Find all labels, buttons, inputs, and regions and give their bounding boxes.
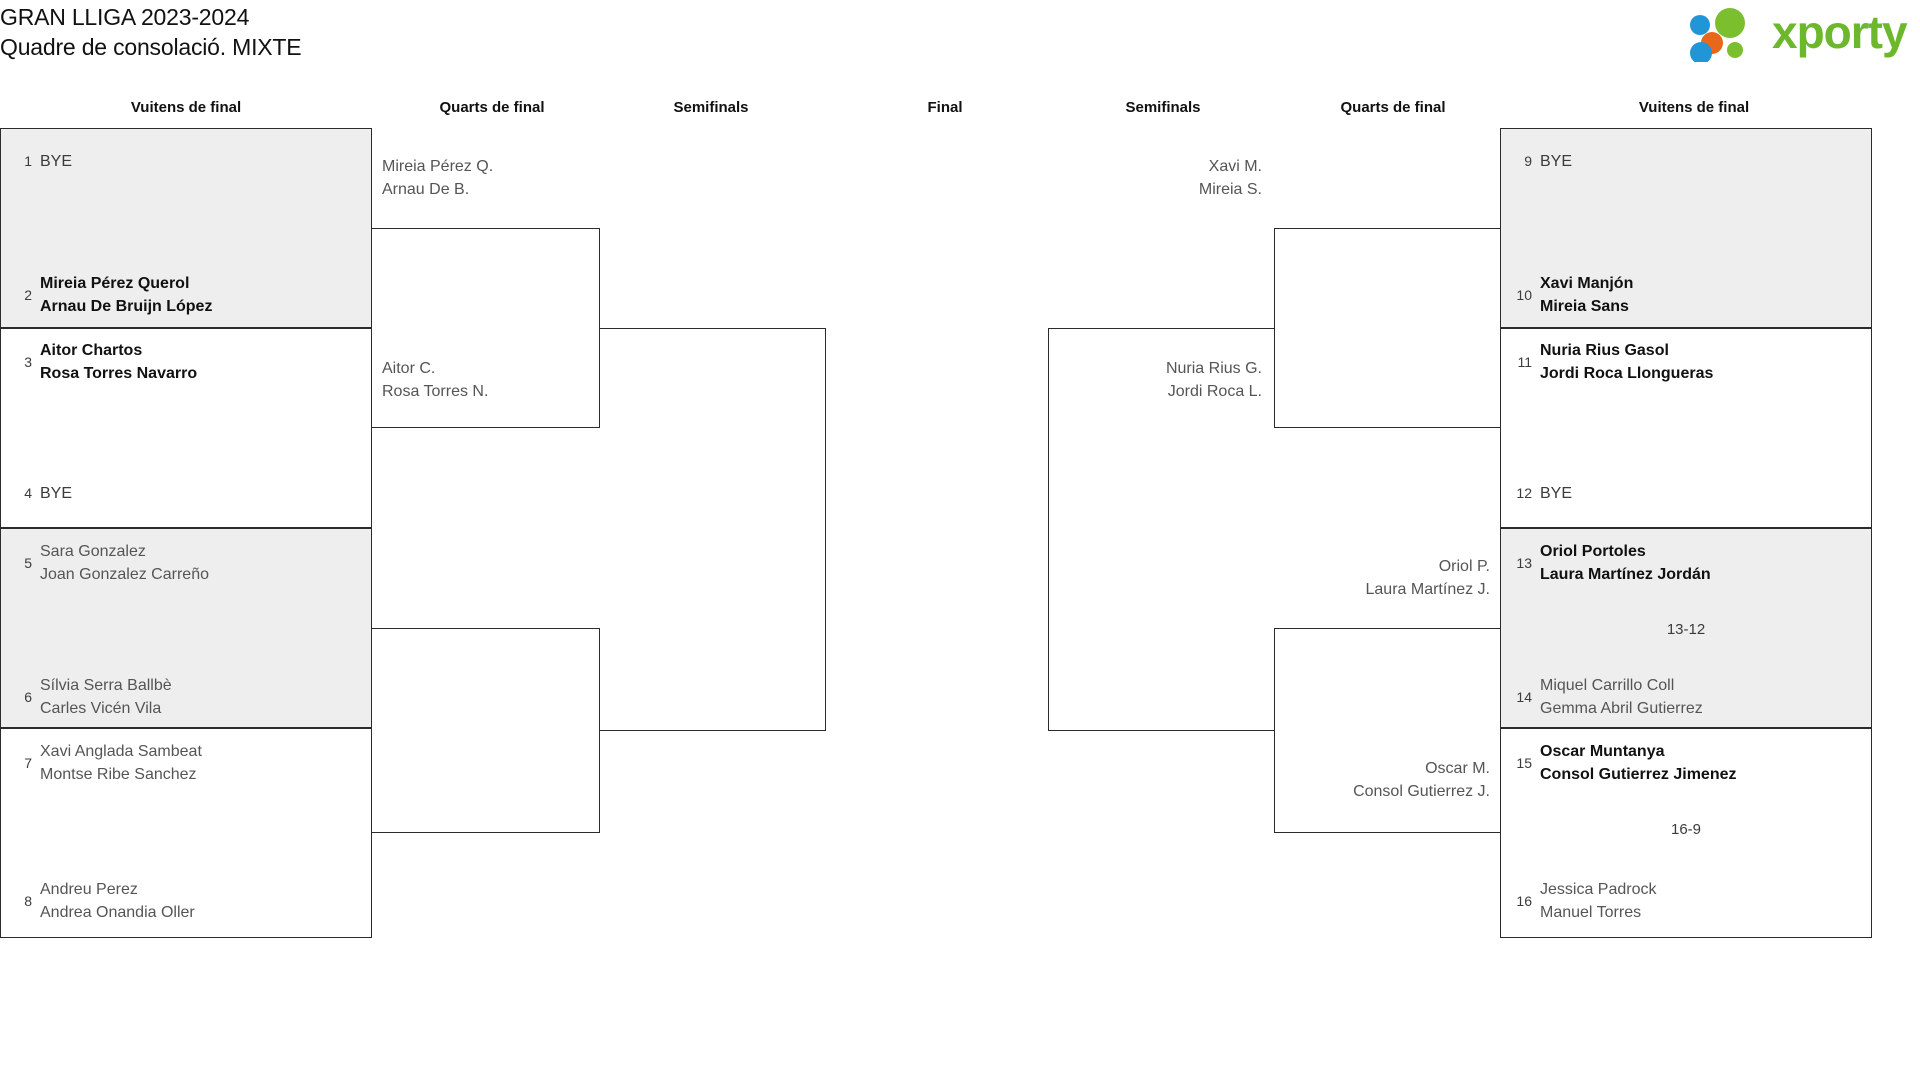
seed-number: 14 xyxy=(1516,688,1532,705)
entry-right-seed-16[interactable]: 16 Jessica Padrock Manuel Torres xyxy=(1508,878,1657,924)
slot-right-match-3[interactable] xyxy=(1500,528,1872,728)
title-line-2: Quadre de consolació. MIXTE xyxy=(0,34,302,60)
entry-right-seed-13[interactable]: 13 Oriol Portoles Laura Martínez Jordán xyxy=(1508,540,1711,586)
entry-names: Nuria Rius Gasol Jordi Roca Llongueras xyxy=(1540,342,1714,382)
seed-number: 4 xyxy=(24,485,32,501)
frame-right-sf xyxy=(1048,328,1274,731)
seed-number: 15 xyxy=(1516,754,1532,771)
round-label-right-qf: Quarts de final xyxy=(1340,99,1446,116)
advance-left-qf-2: Aitor C. Rosa Torres N. xyxy=(382,360,489,400)
round-label-left-qf: Quarts de final xyxy=(439,99,545,116)
advance-right-qf-3: Oriol P. Laura Martínez J. xyxy=(1365,558,1491,598)
seed-number: 9 xyxy=(1524,153,1532,169)
round-label-right-sf: Semifinals xyxy=(1125,99,1201,116)
slot-left-match-4[interactable] xyxy=(0,728,372,938)
entry-names: Oriol Portoles Laura Martínez Jordán xyxy=(1540,543,1711,583)
seed-number: 6 xyxy=(24,688,32,705)
entry-right-seed-9[interactable]: 9 BYE xyxy=(1508,150,1572,173)
seed-number: 16 xyxy=(1516,892,1532,909)
seed-number: 11 xyxy=(1517,353,1532,370)
round-label-right-r16: Vuitens de final xyxy=(1638,99,1750,116)
entry-names: Miquel Carrillo Coll Gemma Abril Gutierr… xyxy=(1540,677,1703,717)
entry-names: BYE xyxy=(40,153,73,170)
entry-left-seed-1[interactable]: 1 BYE xyxy=(8,150,72,173)
advance-right-qf-2: Nuria Rius G. Jordi Roca L. xyxy=(1165,360,1262,400)
entry-names: Xavi Manjón Mireia Sans xyxy=(1540,275,1634,315)
slot-left-match-3[interactable] xyxy=(0,528,372,728)
seed-number: 8 xyxy=(24,892,32,909)
frame-right-qf-top xyxy=(1274,228,1502,428)
entry-left-seed-8[interactable]: 8 Andreu Perez Andrea Onandia Oller xyxy=(8,878,195,924)
round-label-final: Final xyxy=(927,99,963,116)
entry-right-seed-10[interactable]: 10 Xavi Manjón Mireia Sans xyxy=(1508,272,1633,318)
entry-right-seed-11[interactable]: 11 Nuria Rius Gasol Jordi Roca Llonguera… xyxy=(1508,339,1713,385)
entry-left-seed-3[interactable]: 3 Aitor Chartos Rosa Torres Navarro xyxy=(8,339,197,385)
entry-names: Oscar Muntanya Consol Gutierrez Jimenez xyxy=(1540,743,1737,783)
seed-number: 10 xyxy=(1516,286,1532,303)
frame-left-qf-bottom xyxy=(372,628,600,833)
slot-left-match-2[interactable] xyxy=(0,328,372,528)
slot-right-match-2[interactable] xyxy=(1500,328,1872,528)
entry-names: Sara Gonzalez Joan Gonzalez Carreño xyxy=(40,543,209,583)
entry-names: Andreu Perez Andrea Onandia Oller xyxy=(40,881,195,921)
round-label-left-r16: Vuitens de final xyxy=(130,99,242,116)
entry-right-seed-14[interactable]: 14 Miquel Carrillo Coll Gemma Abril Guti… xyxy=(1508,674,1703,720)
slot-right-match-4[interactable] xyxy=(1500,728,1872,938)
entry-left-seed-4[interactable]: 4 BYE xyxy=(8,482,72,505)
match-score-15-16: 16-9 xyxy=(1670,821,1702,838)
seed-number: 1 xyxy=(24,153,32,169)
seed-number: 5 xyxy=(24,554,32,571)
entry-right-seed-15[interactable]: 15 Oscar Muntanya Consol Gutierrez Jimen… xyxy=(1508,740,1737,786)
round-label-left-sf: Semifinals xyxy=(673,99,749,116)
xporty-logo: xporty xyxy=(1684,6,1914,64)
entry-names: Sílvia Serra Ballbè Carles Vicén Vila xyxy=(40,677,172,717)
seed-number: 2 xyxy=(24,286,32,303)
match-score-13-14: 13-12 xyxy=(1666,621,1706,638)
advance-right-qf-4: Oscar M. Consol Gutierrez J. xyxy=(1353,760,1490,800)
page-title: GRAN LLIGA 2023-2024 Quadre de consolaci… xyxy=(0,2,302,62)
entry-right-seed-12[interactable]: 12 BYE xyxy=(1508,482,1572,505)
seed-number: 12 xyxy=(1516,485,1532,501)
entry-names: BYE xyxy=(1540,153,1573,170)
frame-right-qf-bottom xyxy=(1274,628,1502,833)
logo-dots-icon xyxy=(1690,8,1745,64)
entry-names: BYE xyxy=(40,485,73,502)
title-line-1: GRAN LLIGA 2023-2024 xyxy=(0,4,250,30)
entry-names: Xavi Anglada Sambeat Montse Ribe Sanchez xyxy=(40,743,202,783)
entry-left-seed-5[interactable]: 5 Sara Gonzalez Joan Gonzalez Carreño xyxy=(8,540,209,586)
advance-left-qf-1: Mireia Pérez Q. Arnau De B. xyxy=(382,158,494,198)
brand-wordmark: xporty xyxy=(1772,6,1908,58)
entry-left-seed-7[interactable]: 7 Xavi Anglada Sambeat Montse Ribe Sanch… xyxy=(8,740,202,786)
entry-names: Jessica Padrock Manuel Torres xyxy=(1540,881,1657,921)
entry-names: Mireia Pérez Querol Arnau De Bruijn Lópe… xyxy=(40,275,213,315)
frame-left-sf xyxy=(600,328,826,731)
slot-right-match-1[interactable] xyxy=(1500,128,1872,328)
entry-left-seed-6[interactable]: 6 Sílvia Serra Ballbè Carles Vicén Vila xyxy=(8,674,172,720)
frame-left-qf-top xyxy=(372,228,600,428)
seed-number: 3 xyxy=(24,353,32,370)
entry-names: BYE xyxy=(1540,485,1573,502)
seed-number: 13 xyxy=(1516,554,1532,571)
seed-number: 7 xyxy=(24,754,32,771)
entry-names: Aitor Chartos Rosa Torres Navarro xyxy=(40,342,198,382)
slot-left-match-1[interactable] xyxy=(0,128,372,328)
advance-right-qf-1: Xavi M. Mireia S. xyxy=(1198,158,1262,198)
entry-left-seed-2[interactable]: 2 Mireia Pérez Querol Arnau De Bruijn Ló… xyxy=(8,272,212,318)
